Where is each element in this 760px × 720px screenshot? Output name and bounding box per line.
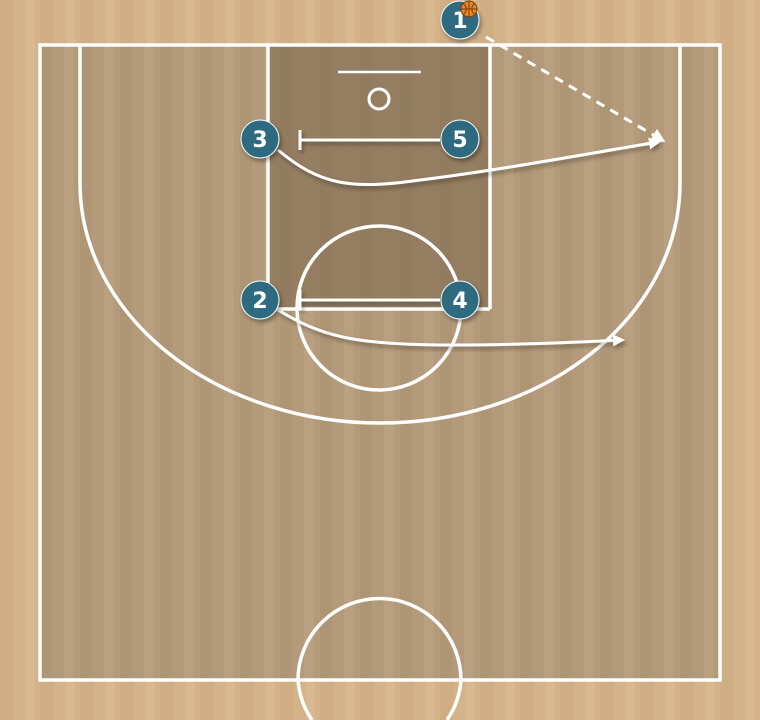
three-point-line <box>78 45 682 425</box>
player-token[interactable]: 5 <box>440 119 480 159</box>
player-token[interactable]: 4 <box>440 280 480 320</box>
player-token[interactable]: 2 <box>240 280 280 320</box>
player-number: 4 <box>452 289 467 314</box>
center-circle <box>296 596 463 681</box>
center-circle-lower <box>296 679 314 720</box>
pass-arrow-icon <box>485 35 666 143</box>
court-boundary <box>38 43 722 682</box>
screen-bar-icon <box>298 130 440 150</box>
player-token[interactable]: 3 <box>240 119 280 159</box>
screen-bar-icon <box>298 290 440 310</box>
rim <box>367 87 391 111</box>
center-circle-lower-right <box>445 679 463 720</box>
cut-arrow-icon <box>277 308 625 347</box>
player-number: 5 <box>452 128 467 153</box>
player-circle-icon <box>240 119 280 159</box>
cut-arrow-icon <box>277 137 661 187</box>
player-circle-icon <box>440 280 480 320</box>
player-number: 3 <box>252 128 267 153</box>
basketball-icon <box>460 0 478 18</box>
player-circle-icon <box>440 119 480 159</box>
player-circle-icon <box>240 280 280 320</box>
player-number: 2 <box>252 289 267 314</box>
paint-area <box>268 45 490 309</box>
play-actions <box>277 35 666 347</box>
